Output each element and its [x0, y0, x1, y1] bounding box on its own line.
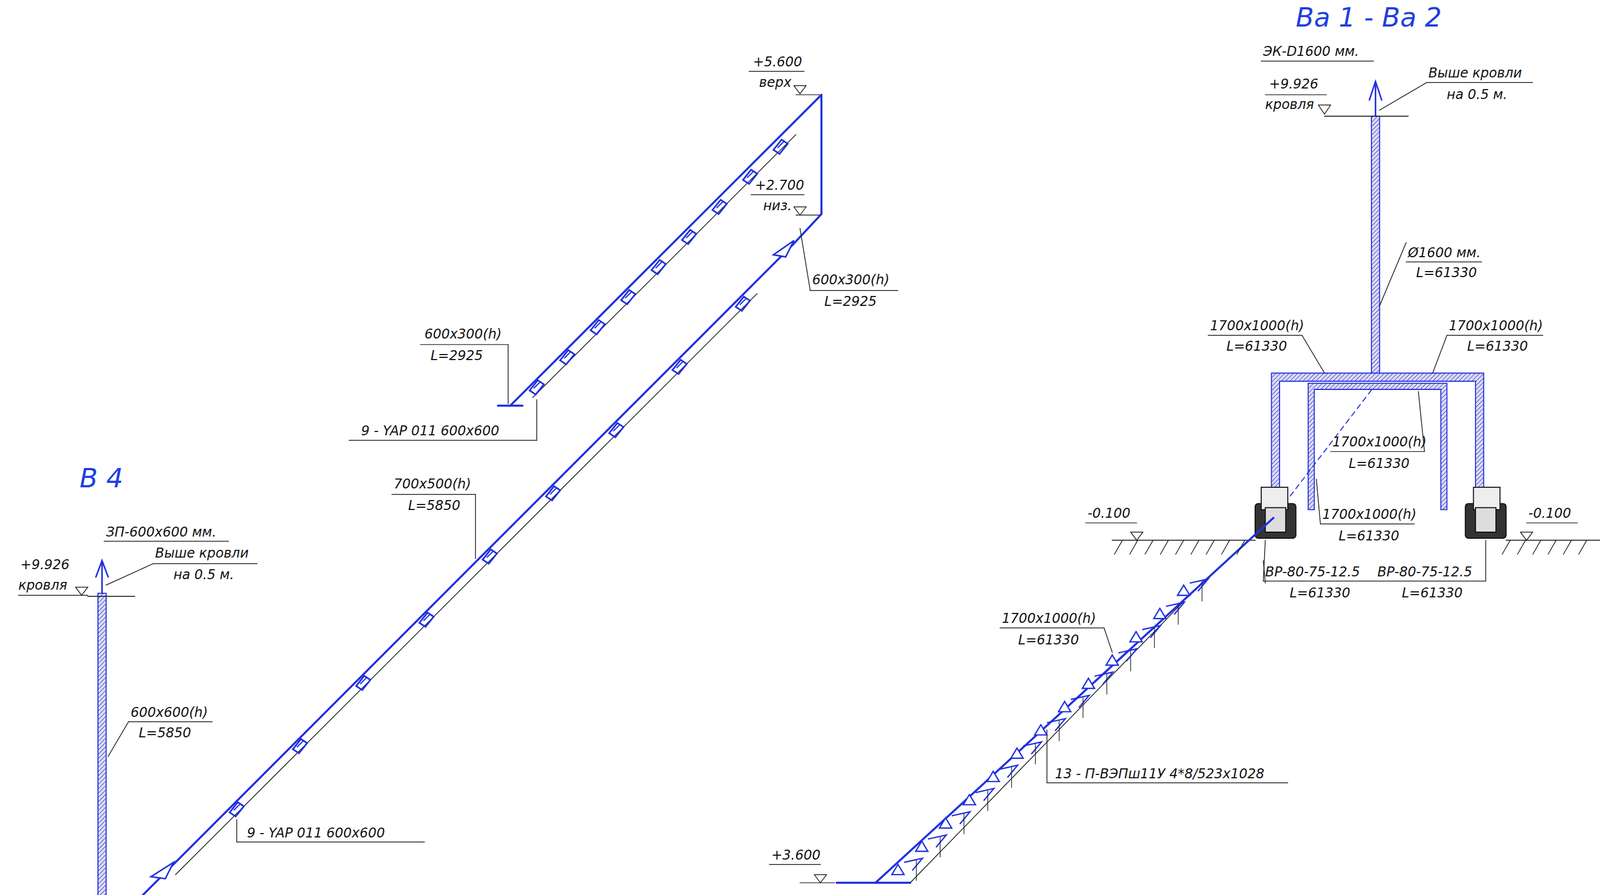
dimension-label: L=5850: [407, 498, 460, 515]
dimension-label: +9.926: [20, 557, 70, 574]
system-title: Ва 1 - Ва 2: [1295, 2, 1442, 33]
dimension-label: L=61330: [1018, 632, 1080, 649]
dimension-label: 1700x1000(h): [1001, 610, 1096, 628]
dimension-label: 700x500(h): [394, 476, 472, 493]
dimension-label: 1700x1000(h): [1448, 318, 1543, 335]
dimension-label: кровля: [18, 577, 67, 594]
dimension-label: 9 - YAP 011 600x600: [361, 423, 500, 440]
dimension-label: +2.700: [754, 177, 805, 194]
dimension-label: ЭК-D1600 мм.: [1262, 43, 1359, 60]
dimension-label: 600x300(h): [424, 326, 502, 343]
dimension-label: L=2925: [824, 293, 877, 310]
dimension-label: низ.: [763, 198, 792, 215]
dimension-label: +5.600: [753, 54, 803, 71]
dimension-label: 600x300(h): [811, 272, 890, 289]
dimension-label: L=61330: [1401, 585, 1463, 602]
dimension-label: Ø1600 мм.: [1407, 244, 1481, 261]
dimension-label: 1700x1000(h): [1332, 434, 1427, 451]
dimension-label: ЗП-600x600 мм.: [106, 524, 217, 541]
dimension-label: L=61330: [1416, 265, 1478, 282]
dimension-label: 13 - П-ВЭПш11У 4*8/523x1028: [1054, 765, 1265, 783]
dimension-label: +3.600: [771, 847, 821, 864]
system-title: В 4: [79, 463, 124, 494]
dimension-label: L=61330: [1338, 528, 1400, 545]
dimension-label: кровля: [1265, 96, 1314, 113]
dimension-label: L=2925: [430, 348, 483, 365]
dimension-label: на 0.5 м.: [1446, 86, 1508, 103]
dimension-label: на 0.5 м.: [173, 567, 234, 584]
dimension-label: 1700x1000(h): [1209, 318, 1304, 335]
dimension-label: верх: [759, 74, 792, 91]
dimension-label: +9.926: [1269, 76, 1319, 93]
dimension-label: 600x600(h): [130, 705, 209, 722]
dimension-label: 9 - YAP 011 600x600: [246, 825, 385, 842]
dimension-label: L=61330: [1348, 456, 1410, 473]
dimension-label: Выше кровли: [154, 545, 249, 562]
dimension-label: -0.100: [1087, 505, 1131, 522]
dimension-label: Выше кровли: [1428, 65, 1522, 82]
dimension-label: L=61330: [1289, 585, 1351, 602]
dimension-label: -0.100: [1528, 505, 1572, 522]
dimension-label: L=61330: [1467, 338, 1529, 355]
dimension-label: ВР-80-75-12.5: [1265, 563, 1360, 581]
dimension-label: ВР-80-75-12.5: [1377, 563, 1473, 581]
dimension-label: L=61330: [1226, 338, 1288, 355]
dimension-label: 1700x1000(h): [1322, 506, 1417, 524]
dimension-label: L=5850: [138, 725, 191, 742]
